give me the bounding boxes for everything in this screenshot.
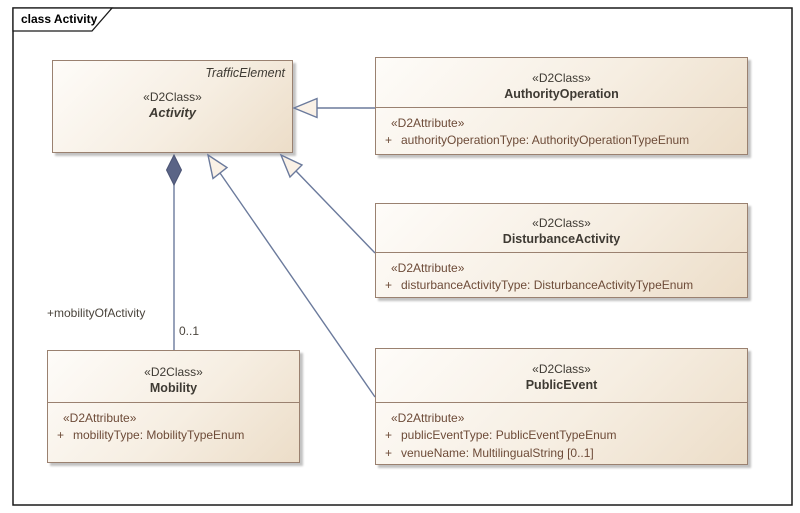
class-name: Activity — [149, 105, 196, 120]
association-multiplicity-label: 0..1 — [179, 324, 200, 338]
parent-class-label: TrafficElement — [205, 66, 285, 80]
attribute-text: authorityOperationType: AuthorityOperati… — [401, 133, 690, 147]
class-name: AuthorityOperation — [504, 87, 619, 101]
class-name: PublicEvent — [525, 378, 598, 392]
class-name: DisturbanceActivity — [502, 232, 621, 246]
attribute-visibility: + — [385, 133, 393, 147]
stereotype-label: «D2Class» — [532, 216, 591, 230]
association-role-label: +mobilityOfActivity — [47, 306, 146, 320]
attribute-row[interactable]: + publicEventType: PublicEventTypeEnum — [376, 427, 747, 445]
attribute-stereotype-label: «D2Attribute» — [391, 261, 465, 275]
class-box-mobility[interactable]: «D2Class» Mobility «D2Attribute» + mobil… — [47, 350, 300, 463]
attribute-visibility: + — [385, 278, 393, 292]
attribute-stereotype-label: «D2Attribute» — [63, 411, 137, 425]
diagram-frame-title: class Activity — [21, 12, 98, 26]
attribute-text: publicEventType: PublicEventTypeEnum — [401, 428, 617, 442]
attribute-visibility: + — [57, 428, 65, 442]
class-box-disturbance-activity[interactable]: «D2Class» DisturbanceActivity «D2Attribu… — [375, 203, 748, 298]
class-box-public-event[interactable]: «D2Class» PublicEvent «D2Attribute» + pu… — [375, 348, 748, 465]
attribute-row[interactable]: + authorityOperationType: AuthorityOpera… — [376, 132, 747, 150]
attribute-text: disturbanceActivityType: DisturbanceActi… — [401, 278, 694, 292]
attribute-visibility: + — [385, 428, 393, 442]
attribute-visibility: + — [385, 445, 393, 460]
class-box-authority-operation[interactable]: «D2Class» AuthorityOperation «D2Attribut… — [375, 57, 748, 155]
attribute-row[interactable]: + disturbanceActivityType: DisturbanceAc… — [376, 277, 747, 295]
class-name: Mobility — [149, 381, 198, 395]
attribute-text: mobilityType: MobilityTypeEnum — [73, 428, 245, 442]
stereotype-label: «D2Class» — [143, 90, 202, 104]
attribute-stereotype-label: «D2Attribute» — [391, 116, 465, 130]
stereotype-label: «D2Class» — [144, 365, 203, 379]
attribute-row[interactable]: + mobilityType: MobilityTypeEnum — [48, 427, 299, 445]
attribute-stereotype-label: «D2Attribute» — [391, 411, 465, 425]
stereotype-label: «D2Class» — [532, 362, 591, 376]
attribute-row[interactable]: + venueName: MultilingualString [0..1] — [376, 445, 747, 463]
class-box-activity[interactable]: TrafficElement «D2Class» Activity — [52, 60, 293, 153]
attribute-text: venueName: MultilingualString [0..1] — [401, 445, 594, 460]
stereotype-label: «D2Class» — [532, 71, 591, 85]
